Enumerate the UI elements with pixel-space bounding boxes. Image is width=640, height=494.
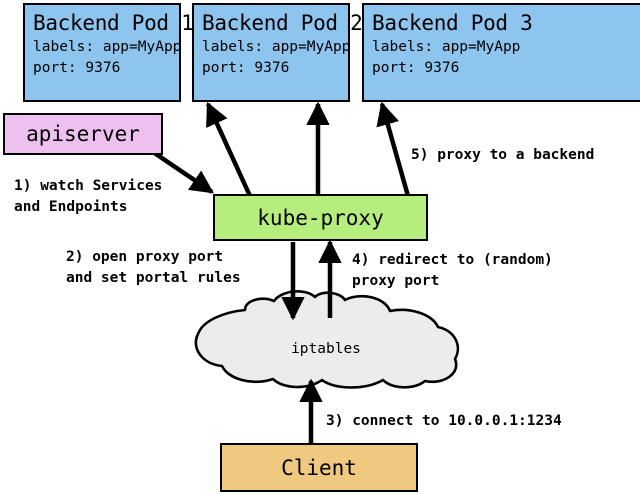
apiserver-label: apiserver: [26, 122, 140, 146]
step-2-line-1: 2) open proxy port: [66, 249, 224, 265]
backend-pod-1-title: Backend Pod 1: [33, 11, 194, 35]
backend-pod-2-labels: labels: app=MyApp: [202, 39, 351, 55]
backend-pod-3-port: port: 9376: [372, 60, 460, 76]
apiserver-box[interactable]: apiserver: [3, 113, 163, 155]
iptables-label: iptables: [291, 341, 361, 357]
step-2-line-2: and set portal rules: [66, 270, 241, 286]
kube-proxy-label: kube-proxy: [257, 205, 384, 230]
arrow-kubeproxy-to-pod1: [205, 101, 253, 197]
client-box[interactable]: Client: [220, 443, 418, 492]
kube-proxy-box[interactable]: kube-proxy: [213, 194, 428, 241]
step-4-line-1: 4) redirect to (random): [352, 252, 553, 268]
backend-pod-2-box[interactable]: Backend Pod 2 labels: app=MyApp port: 93…: [192, 3, 363, 102]
step-4-line-2: proxy port: [352, 273, 440, 289]
backend-pod-1-box[interactable]: Backend Pod 1 labels: app=MyApp port: 93…: [23, 3, 194, 102]
step-5-line-1: 5) proxy to a backend: [411, 147, 595, 163]
client-label: Client: [281, 455, 357, 480]
backend-pod-2-port: port: 9376: [202, 60, 290, 76]
backend-pod-3-title: Backend Pod 3: [372, 11, 533, 35]
backend-pod-1-port: port: 9376: [33, 60, 121, 76]
step-1-line-2: and Endpoints: [14, 199, 128, 215]
step-3-line-1: 3) connect to 10.0.0.1:1234: [326, 413, 562, 429]
arrow-kubeproxy-to-pod3: [376, 101, 411, 197]
backend-pod-2-title: Backend Pod 2: [202, 11, 363, 35]
backend-pod-1-labels: labels: app=MyApp: [33, 39, 182, 55]
step-1-line-1: 1) watch Services: [14, 178, 163, 194]
backend-pod-3-box[interactable]: Backend Pod 3 labels: app=MyApp port: 93…: [362, 3, 640, 102]
backend-pod-3-labels: labels: app=MyApp: [372, 39, 521, 55]
